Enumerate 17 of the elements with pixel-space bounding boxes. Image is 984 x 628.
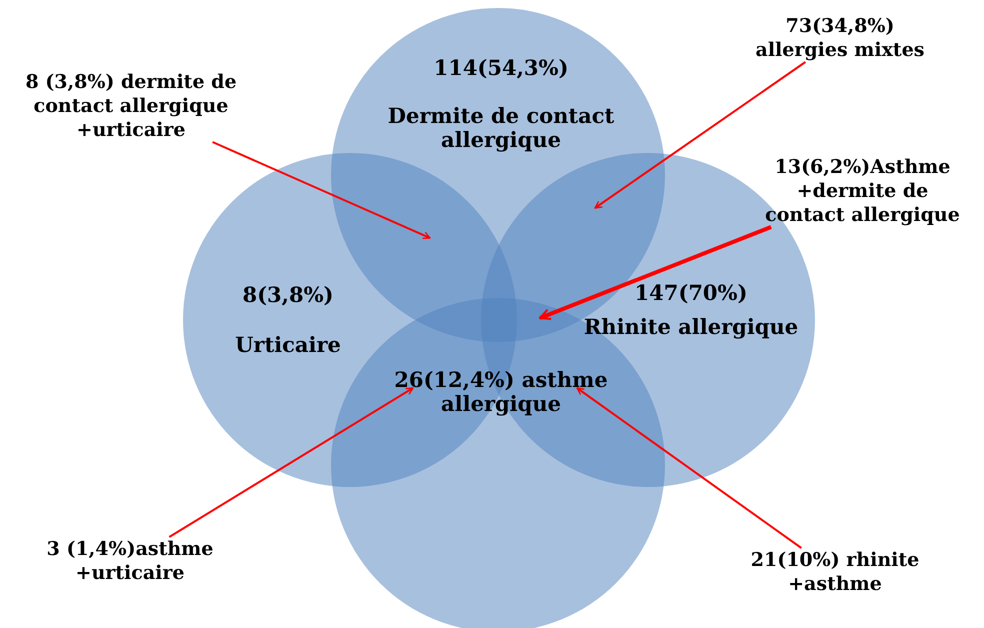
callout-text: 13(6,2%)Asthme +dermite de contact allergique	[755, 155, 970, 227]
category-label: Rhinite allergique	[582, 315, 800, 339]
callout-text: 8 (3,8%) dermite de contact allergique +urticaire	[0, 70, 262, 142]
leader-arrow	[594, 61, 806, 209]
category-label: 26(12,4%) asthme allergique	[393, 368, 609, 416]
category-label: Dermite de contact allergique	[386, 104, 616, 152]
count-label: 114(54,3%)	[432, 56, 570, 80]
leader-arrow	[576, 387, 802, 549]
leader-arrow	[539, 225, 772, 320]
category-label: Urticaire	[234, 333, 342, 357]
callout-text: 3 (1,4%)asthme +urticaire	[20, 537, 240, 585]
callout-text: 73(34,8%) allergies mixtes	[740, 14, 940, 62]
count-label: 8(3,8%)	[242, 283, 334, 307]
count-label: 147(70%)	[634, 281, 748, 305]
leader-arrow	[168, 387, 414, 538]
leader-arrow	[212, 141, 431, 240]
callout-text: 21(10%) rhinite +asthme	[720, 548, 950, 596]
